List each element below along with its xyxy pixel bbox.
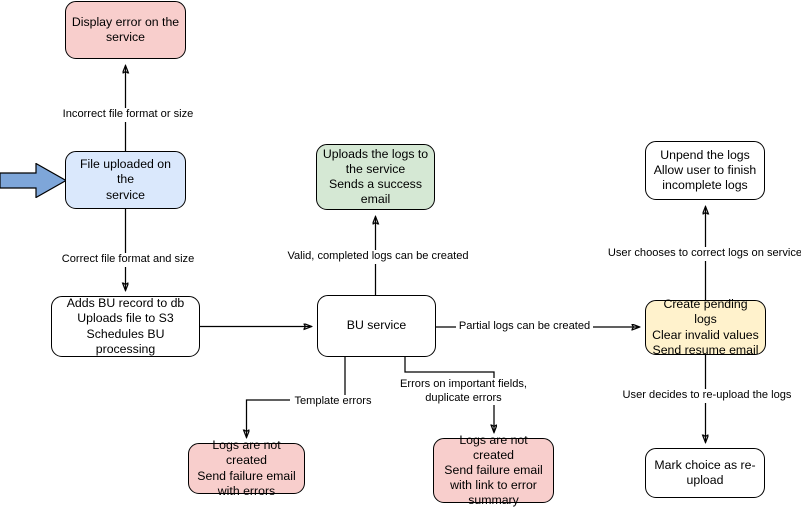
- node-logs-not-created-with-error-summary[interactable]: Logs are not created Send failure email …: [433, 433, 554, 507]
- node-mark-choice-as-re-upload[interactable]: Mark choice as re- upload: [645, 448, 765, 498]
- node-display-error[interactable]: Display error on the service: [65, 1, 186, 59]
- node-logs-not-created-with-errors[interactable]: Logs are not created Send failure email …: [188, 438, 305, 498]
- node-create-pending-logs[interactable]: Create pending logs Clear invalid values…: [645, 297, 766, 357]
- edge-label-errors-on-important-fields: Errors on important fields, duplicate er…: [392, 378, 535, 406]
- node-adds-bu-record-to-db[interactable]: Adds BU record to db Uploads file to S3 …: [51, 296, 200, 357]
- edge-label-template-errors: Template errors: [290, 395, 376, 409]
- node-uploads-the-logs-to-the-service[interactable]: Uploads the logs to the service Sends a …: [316, 144, 435, 210]
- entry-arrow-icon: [0, 163, 68, 198]
- node-unpend-the-logs[interactable]: Unpend the logs Allow user to finish inc…: [645, 141, 765, 200]
- edge-label-user-decides-to-re-upload-the-logs: User decides to re-upload the logs: [617, 389, 797, 403]
- node-file-uploaded-on-the-service[interactable]: File uploaded on the service: [65, 151, 186, 209]
- edge-label-incorrect-file-format-or-size: Incorrect file format or size: [55, 108, 201, 122]
- edge-label-partial-logs-can-be-created: Partial logs can be created: [456, 320, 593, 334]
- edge-label-user-chooses-to-correct-logs-on-service: User chooses to correct logs on service: [605, 247, 801, 261]
- edge-label-valid-completed-logs-can-be-created: Valid, completed logs can be created: [280, 250, 476, 264]
- node-bu-service[interactable]: BU service: [317, 295, 436, 357]
- edge-label-correct-file-format-and-size: Correct file format and size: [55, 253, 201, 267]
